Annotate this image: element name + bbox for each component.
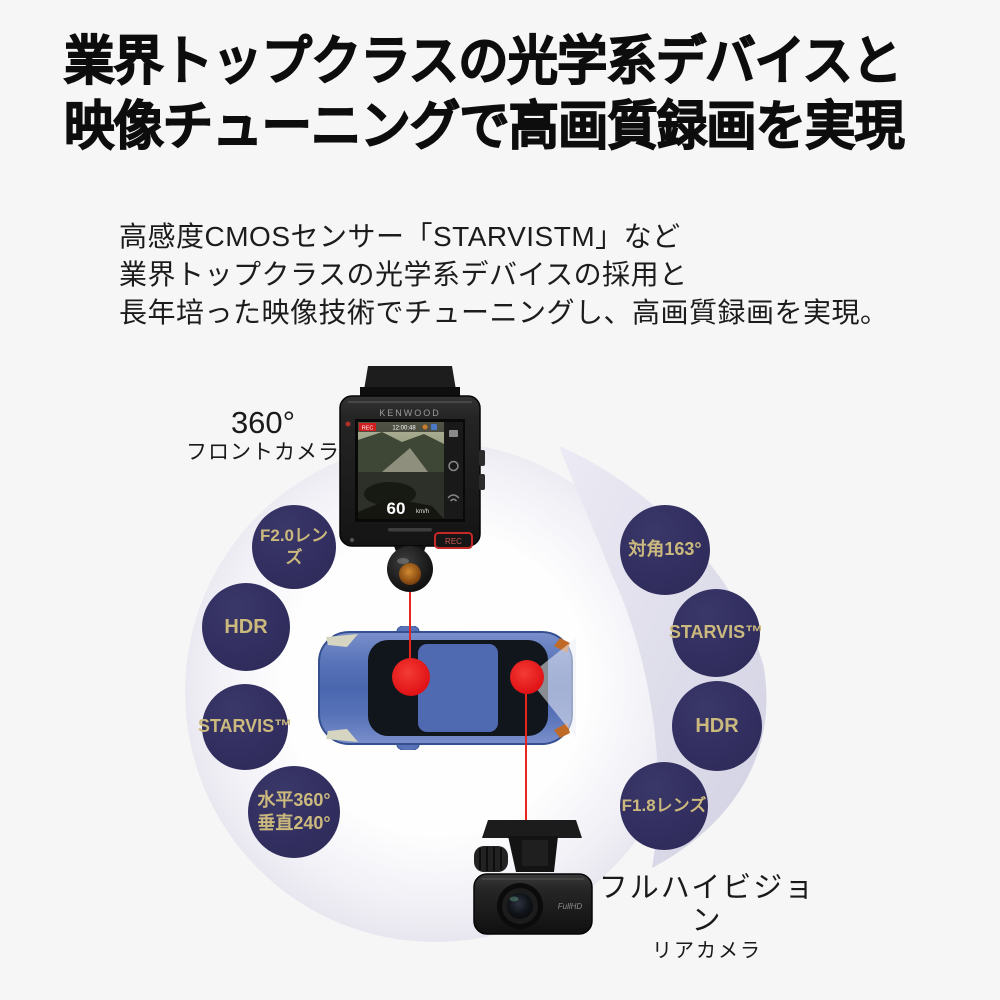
menu-icon bbox=[449, 430, 458, 437]
model-text bbox=[388, 528, 432, 532]
feature-label: F1.8レンズ bbox=[621, 795, 707, 815]
rear-camera-sub-label: リアカメラ bbox=[652, 940, 762, 962]
status-led bbox=[345, 421, 351, 427]
rec-badge-label: REC bbox=[362, 426, 374, 432]
feature-bubble-front-aperture: F2.0レンズ bbox=[252, 505, 336, 589]
rear-camera-guide-line bbox=[525, 694, 527, 822]
feature-bubble-front-starvis: STARVIS™ bbox=[198, 684, 292, 770]
mic-icon bbox=[422, 424, 428, 430]
fullhd-logo: FullHD bbox=[558, 902, 583, 911]
feature-label: F2.0レンズ bbox=[259, 525, 329, 567]
feature-label: 水平360° bbox=[257, 789, 331, 810]
page-title-line2: 映像チューニングで高画質録画を実現 bbox=[63, 96, 905, 156]
page-title-line1: 業界トップクラスの光学系デバイスと bbox=[63, 31, 902, 91]
front-camera-name-label: フロントカメラ bbox=[186, 441, 340, 464]
front-camera-device: KENWOOD REC 12:00:48 60 km/h REC bbox=[339, 366, 485, 592]
camera-icon bbox=[448, 460, 459, 472]
feature-bubble-rear-starvis: STARVIS™ bbox=[668, 589, 764, 677]
intro-line2: 業界トップクラスの光学系デバイスの採用と bbox=[119, 259, 688, 290]
front-camera-angle-label: 360° bbox=[230, 405, 296, 440]
feature-bubble-rear-aperture: F1.8レンズ bbox=[620, 762, 708, 850]
feature-bubble-rear-angle: 対角163° bbox=[620, 505, 710, 595]
rec-badge bbox=[359, 423, 376, 431]
rear-fov-on-car bbox=[527, 638, 576, 738]
rear-camera-label: フルハイビジョン リアカメラ bbox=[592, 872, 822, 964]
screen-time: 12:00:48 bbox=[392, 426, 416, 432]
feature-label: STARVIS™ bbox=[197, 716, 293, 737]
brand-logo: KENWOOD bbox=[379, 408, 441, 418]
gps-icon bbox=[431, 424, 437, 430]
front-camera-label: 360° フロントカメラ bbox=[183, 406, 343, 466]
speed-unit: km/h bbox=[416, 509, 429, 515]
feature-label: HDR bbox=[224, 616, 268, 638]
car-top-view bbox=[318, 626, 576, 750]
speed-value: 60 bbox=[387, 499, 406, 518]
front-camera-position-dot bbox=[392, 658, 430, 696]
feature-label: 対角163° bbox=[628, 539, 702, 560]
feature-bubble-front-view-angle: 水平360° 垂直240° bbox=[248, 766, 340, 858]
intro-text: 高感度CMOSセンサー「STARVISTM」など 業界トップクラスの光学系デバイ… bbox=[119, 218, 979, 332]
rear-camera-position-dot bbox=[510, 660, 544, 694]
feature-label: 垂直240° bbox=[257, 813, 331, 833]
intro-line1: 高感度CMOSセンサー「STARVISTM」など bbox=[119, 221, 681, 252]
rec-button-label: REC bbox=[445, 537, 462, 546]
page-title: 業界トップクラスの光学系デバイスと 映像チューニングで高画質録画を実現 bbox=[63, 30, 957, 159]
intro-line3: 長年培った映像技術でチューニングし、高画質録画を実現。 bbox=[119, 297, 889, 328]
feature-bubble-front-hdr: HDR bbox=[202, 583, 290, 671]
rear-camera-name-label: フルハイビジョン bbox=[598, 872, 816, 937]
rear-camera-device: FullHD bbox=[473, 820, 593, 935]
feature-label: STARVIS™ bbox=[668, 622, 764, 643]
rear-camera-mount bbox=[482, 820, 582, 838]
feature-bubble-rear-hdr: HDR bbox=[672, 681, 762, 771]
front-camera-guide-line bbox=[409, 590, 411, 678]
wifi-icon bbox=[447, 494, 460, 502]
feature-label: HDR bbox=[695, 715, 739, 737]
rec-button bbox=[434, 532, 473, 549]
